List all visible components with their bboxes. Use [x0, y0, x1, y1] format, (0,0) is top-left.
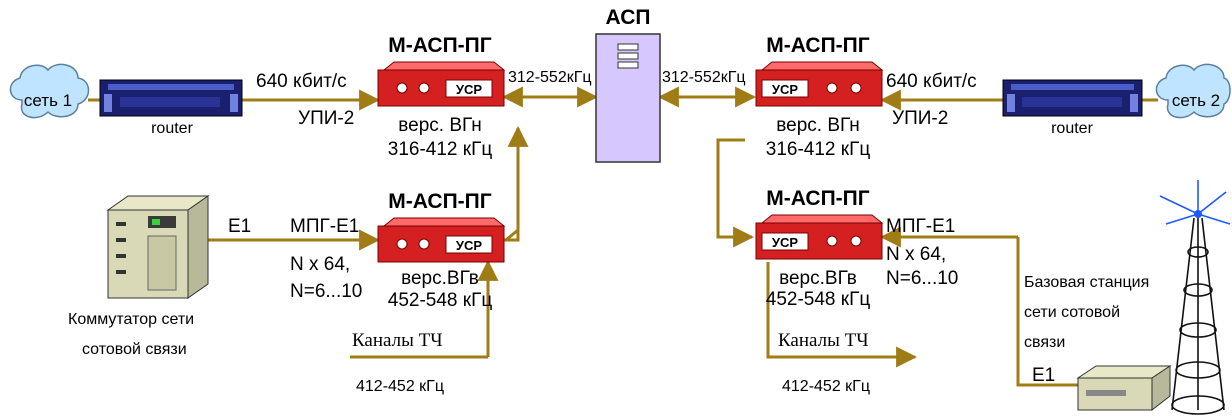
modem-band: 316-412 кГц	[388, 139, 493, 160]
mobile-switch	[106, 195, 210, 299]
cloud-icon	[1155, 63, 1231, 119]
link-modem-tr-br	[716, 138, 755, 248]
modem-title: М-АСП-ПГ	[388, 34, 491, 57]
interface-right: УПИ-2	[892, 108, 948, 129]
modem-badge: УСР	[772, 235, 798, 250]
router-right: router	[1002, 79, 1143, 137]
asp-cabinet: АСП	[595, 6, 661, 163]
asp-title: АСП	[606, 6, 651, 29]
cloud-network-1: сеть 1	[9, 63, 90, 119]
router-label: router	[1051, 120, 1093, 137]
base-label-3: связи	[1024, 334, 1065, 351]
modem-badge: УСР	[456, 238, 482, 253]
freq-left: 312-552кГц	[508, 69, 592, 86]
switch-label-2: сотовой связи	[82, 341, 187, 358]
tch-label-right: Каналы ТЧ	[778, 330, 869, 351]
base-label-1: Базовая станция	[1024, 274, 1149, 291]
modem-badge: УСР	[772, 82, 798, 97]
rate-left: 640 кбит/с	[256, 71, 347, 92]
modem-top-right: М-АСП-ПГ УСР верс. ВГн 316-412 кГц	[755, 34, 884, 160]
nrange-left: N=6...10	[290, 281, 362, 302]
modem-version: верс. ВГн	[398, 115, 481, 136]
modem-title: М-АСП-ПГ	[766, 34, 869, 57]
tch-freq-right: 412-452 кГц	[782, 378, 870, 395]
nrange-right: N=6...10	[886, 268, 958, 289]
modem-title: М-АСП-ПГ	[388, 190, 491, 213]
nx64-left: N x 64,	[290, 254, 350, 275]
modem-top-left: М-АСП-ПГ УСР верс. ВГн 316-412 кГц	[377, 34, 506, 160]
modem-title: М-АСП-ПГ	[766, 187, 869, 210]
modem-version: верс.ВГв	[779, 268, 857, 289]
modem-band: 316-412 кГц	[766, 139, 871, 160]
cloud-label: сеть 1	[24, 91, 72, 110]
modem-version: верс. ВГн	[776, 115, 859, 136]
modem-bottom-right: М-АСП-ПГ УСР верс.ВГв 452-548 кГц	[755, 187, 884, 310]
base-label-2: сети сотовой	[1024, 304, 1120, 321]
switch-port: E1	[228, 216, 251, 237]
modem-bottom-left: М-АСП-ПГ УСР верс.ВГв 452-548 кГц	[377, 190, 506, 311]
switch-label-1: Коммутатор сети	[68, 311, 194, 328]
tch-freq-left: 412-452 кГц	[356, 378, 444, 395]
mpg-right: МПГ-E1	[886, 216, 955, 237]
freq-right: 312-552кГц	[662, 69, 746, 86]
mpg-left: МПГ-E1	[290, 216, 359, 237]
antenna-tower-icon	[1171, 217, 1225, 415]
tch-label-left: Каналы ТЧ	[352, 330, 443, 351]
modem-version: верс.ВГв	[401, 268, 479, 289]
modem-badge: УСР	[456, 82, 482, 97]
cloud-icon	[9, 63, 90, 119]
router-label: router	[151, 120, 193, 137]
connection-lines	[88, 86, 1158, 387]
router-left: router	[99, 79, 243, 137]
modem-band: 452-548 кГц	[388, 290, 493, 311]
interface-left: УПИ-2	[298, 108, 354, 129]
base-port: E1	[1032, 365, 1055, 386]
cloud-network-2: сеть 2	[1155, 63, 1231, 119]
signal-icon	[1159, 180, 1231, 225]
base-station	[1076, 180, 1231, 415]
modem-band: 452-548 кГц	[766, 289, 871, 310]
cloud-label: сеть 2	[1172, 91, 1220, 110]
link-tch-right	[766, 262, 918, 368]
nx64-right: N x 64,	[886, 244, 946, 265]
rate-right: 640 кбит/с	[886, 71, 977, 92]
